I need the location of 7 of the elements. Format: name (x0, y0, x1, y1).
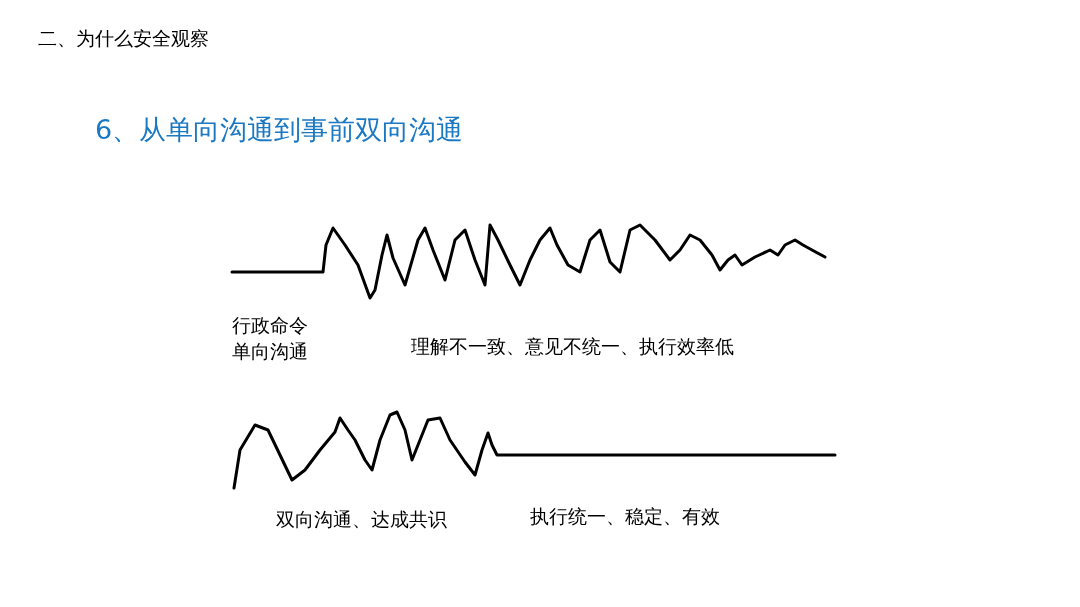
wave-caption: 理解不一致、意见不统一、执行效率低 (411, 335, 734, 358)
slide-title: 6、从单向沟通到事前双向沟通 (95, 114, 464, 147)
section-heading: 二、为什么安全观察 (38, 27, 209, 50)
wave-caption: 双向沟通、达成共识 (276, 508, 447, 531)
wave-caption: 执行统一、稳定、有效 (530, 505, 720, 528)
wave-caption: 单向沟通 (232, 340, 308, 363)
wave-caption: 行政命令 (232, 314, 308, 337)
